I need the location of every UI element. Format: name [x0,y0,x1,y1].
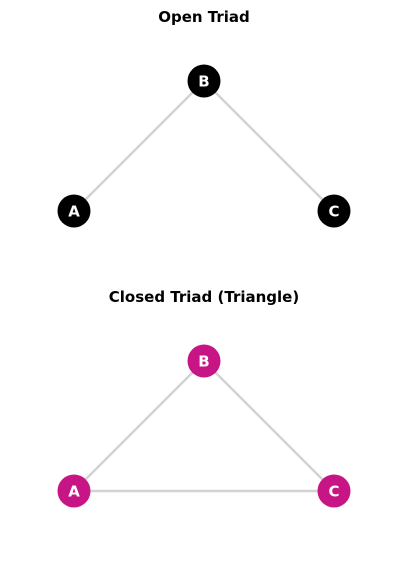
open-node-c: C [317,194,351,228]
open-triad-nodes: A B C [57,64,351,228]
open-triad-edges [72,79,336,213]
open-node-b: B [187,64,221,98]
closed-node-a-circle [57,474,91,508]
open-node-a-label: A [68,203,80,221]
open-triad-title: Open Triad [158,8,250,26]
closed-triad-panel: Closed Triad (Triangle) A B C [57,288,351,508]
closed-node-c-circle [317,474,351,508]
closed-node-c: C [317,474,351,508]
closed-node-b-circle [187,344,221,378]
open-node-c-circle [317,194,351,228]
open-edge-b-c [202,79,336,213]
open-node-a-circle [57,194,91,228]
open-node-c-label: C [328,203,339,221]
closed-triad-title: Closed Triad (Triangle) [109,288,299,306]
closed-node-a-label: A [68,483,80,501]
open-triad-panel: Open Triad A B C [57,8,351,228]
closed-node-c-label: C [328,483,339,501]
closed-edge-b-c [202,359,336,493]
closed-node-b: B [187,344,221,378]
open-edge-a-b [72,79,206,213]
closed-node-b-label: B [198,353,209,371]
open-node-b-label: B [198,73,209,91]
open-node-b-circle [187,64,221,98]
closed-triad-edges [72,359,336,493]
closed-edge-a-b [72,359,206,493]
closed-node-a: A [57,474,91,508]
open-node-a: A [57,194,91,228]
closed-triad-nodes: A B C [57,344,351,508]
